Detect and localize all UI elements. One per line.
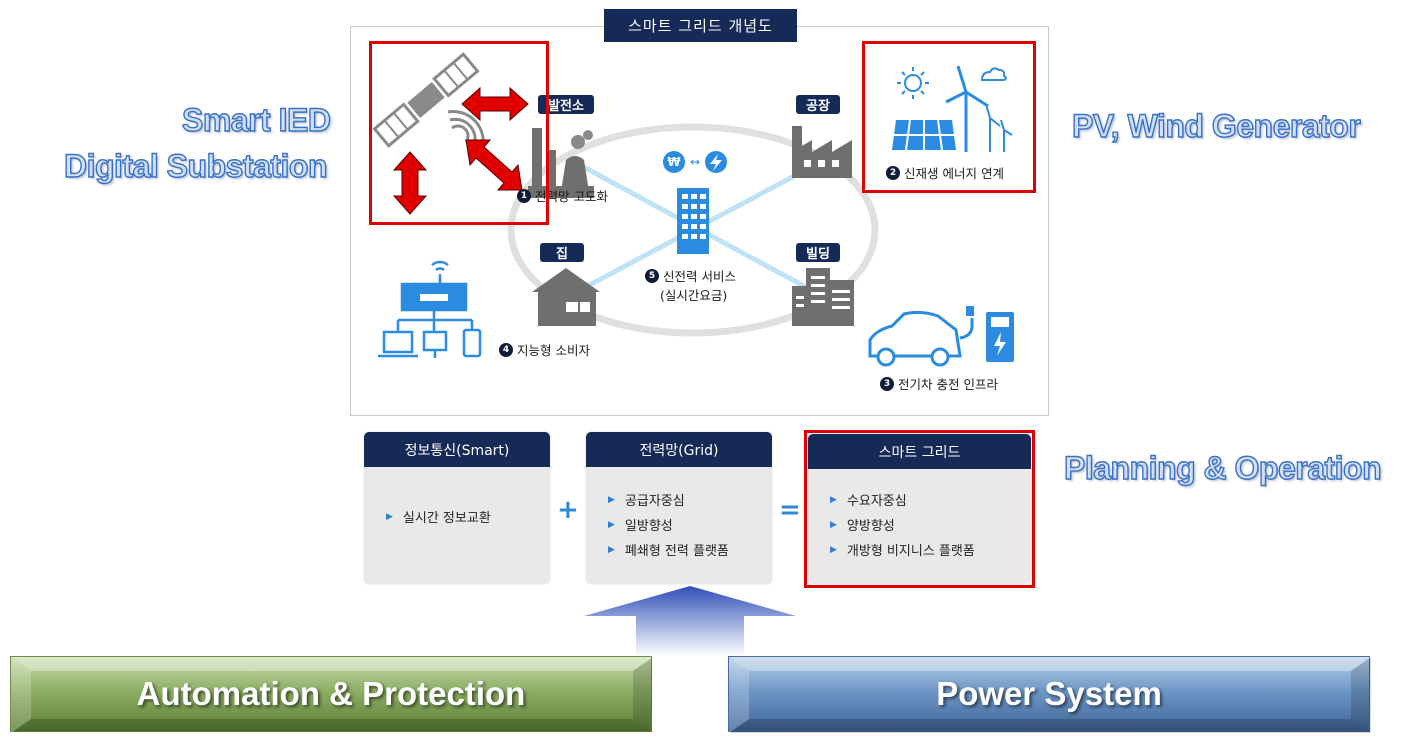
caption-ev-infra: 3 전기차 충전 인프라 (880, 374, 998, 393)
triangle-bullet-icon: ▶ (608, 494, 615, 505)
caption-number: 2 (886, 165, 900, 180)
triangle-bullet-icon: ▶ (830, 519, 837, 530)
power-system-text: Power System (936, 675, 1162, 712)
house-icon (532, 268, 600, 326)
exchange-arrow: ↔ (689, 155, 701, 169)
card-grid-item: ▶공급자중심 (608, 494, 685, 509)
automation-protection-text: Automation & Protection (136, 675, 526, 712)
factory-icon (792, 126, 852, 178)
highlight-renewable-box (862, 41, 1036, 193)
card-smartgrid-item: ▶수요자중심 (830, 494, 907, 509)
grid-ring (507, 123, 879, 337)
concept-diagram-title: 스마트 그리드 개념도 (604, 9, 797, 42)
caption-smart-consumer: 4 지능형 소비자 (499, 340, 590, 359)
card-ict: 정보통신(Smart) ▶실시간 정보교환 (364, 432, 550, 584)
triangle-bullet-icon: ▶ (608, 544, 615, 555)
node-building-tag: 빌딩 (796, 243, 840, 262)
cloud-icon (980, 67, 1007, 81)
node-power-plant-tag: 발전소 (538, 95, 594, 114)
red-arrow-vertical (392, 151, 428, 215)
up-arrow-icon (584, 586, 796, 656)
triangle-bullet-icon: ▶ (608, 519, 615, 530)
caption-number: 5 (645, 268, 659, 283)
office-building-icon (792, 268, 854, 326)
card-smartgrid-title: 스마트 그리드 (808, 434, 1031, 469)
red-arrow-horizontal (461, 86, 529, 122)
card-grid-title: 전력망(Grid) (586, 432, 772, 467)
caption-new-service-sub: (실시간요금) (660, 288, 728, 303)
center-building-icon (677, 188, 709, 254)
caption-renewable: 2 신재생 에너지 연계 (886, 163, 1004, 182)
router-network-icon (378, 260, 482, 358)
card-smartgrid: 스마트 그리드 ▶수요자중심 ▶양방향성 ▶개방형 비지니스 플랫폼 (808, 434, 1031, 584)
charging-station-icon (966, 306, 1014, 362)
caption-number: 1 (517, 188, 531, 203)
automation-protection-banner: Automation & Protection (10, 656, 652, 732)
solar-panel-icon (892, 119, 956, 151)
card-grid: 전력망(Grid) ▶공급자중심 ▶일방향성 ▶폐쇄형 전력 플랫폼 (586, 432, 772, 584)
caption-number: 4 (499, 342, 513, 357)
triangle-bullet-icon: ▶ (830, 544, 837, 555)
caption-grid-upgrade: 1 전력망 고도화 (517, 186, 608, 205)
highlight-smartgrid-card-box (804, 430, 1035, 588)
won-coin-icon (663, 151, 685, 173)
card-grid-item: ▶폐쇄형 전력 플랫폼 (608, 544, 729, 559)
caption-number: 3 (880, 376, 894, 391)
card-smartgrid-item: ▶양방향성 (830, 519, 895, 534)
node-factory-tag: 공장 (796, 95, 840, 114)
ev-car-icon (868, 310, 974, 367)
card-ict-title: 정보통신(Smart) (364, 432, 550, 467)
power-plant-icon (528, 128, 594, 198)
pv-wind-generator-label: PV, Wind Generator (1071, 108, 1361, 144)
satellite-icon (372, 52, 485, 151)
caption-new-service: 5 신전력 서비스 (645, 266, 736, 285)
sun-icon (897, 67, 929, 99)
won-symbol: ₩ (667, 155, 681, 169)
smart-ied-label: Smart IED (181, 102, 331, 138)
plus-operator: + (557, 495, 579, 525)
equals-operator: = (779, 495, 801, 525)
bolt-coin-icon (705, 151, 727, 173)
wind-turbine-icon (945, 65, 1013, 152)
triangle-bullet-icon: ▶ (386, 511, 393, 522)
card-smartgrid-item: ▶개방형 비지니스 플랫폼 (830, 544, 975, 559)
planning-operation-label: Planning & Operation (1063, 450, 1382, 486)
card-ict-item: ▶실시간 정보교환 (386, 511, 491, 526)
triangle-bullet-icon: ▶ (830, 494, 837, 505)
node-home-tag: 집 (540, 243, 584, 262)
highlight-satellite-box (369, 41, 549, 225)
card-grid-item: ▶일방향성 (608, 519, 673, 534)
power-system-banner: Power System (728, 656, 1371, 733)
digital-substation-label: Digital Substation (63, 148, 328, 184)
